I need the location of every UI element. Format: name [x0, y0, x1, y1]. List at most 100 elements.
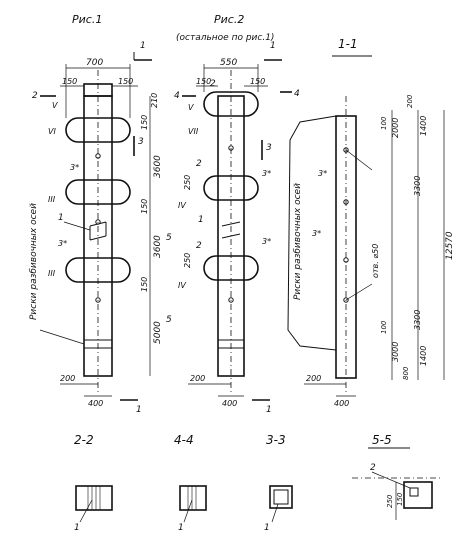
- section-5-5-pos: 2: [370, 463, 376, 473]
- section-2-2-title: 2-2: [74, 433, 94, 447]
- fig2-cut3-label: 3: [266, 143, 272, 153]
- fig2-console-mid: [203, 175, 259, 201]
- section-4-4-pos: 1: [178, 523, 184, 533]
- fig3-leader: [345, 283, 373, 301]
- fig1-hole: [95, 153, 101, 159]
- fig3-dim-100b: 100: [380, 320, 388, 334]
- fig2-pos-3d: 3*: [262, 237, 271, 246]
- s55-dim-150: 150: [396, 492, 404, 506]
- section-4-4-body: [179, 485, 207, 511]
- fig2-mark-vii: VII: [188, 127, 199, 136]
- fig3-dim-200b: 200: [306, 374, 321, 383]
- section-3-3-body: [269, 485, 293, 509]
- fig3-dim-1400a: 1400: [419, 116, 428, 136]
- fig2-detail: [221, 221, 241, 227]
- section-3-3-pos: 1: [264, 523, 270, 533]
- section-5-5: 5-5 2 250 150: [352, 433, 440, 520]
- fig2-hole: [228, 297, 234, 303]
- fig1-cut-label: 1: [140, 41, 146, 51]
- section-leader: [183, 499, 193, 523]
- fig2-dim-250a: 250: [183, 175, 192, 190]
- section-5-5-title: 5-5: [372, 433, 392, 447]
- fig1-cut3-label: 3: [138, 137, 144, 147]
- fig1-dim-150a: 150: [140, 115, 149, 130]
- fig2-console-low: [203, 255, 259, 281]
- section-leader: [271, 503, 279, 523]
- fig1-console-low: [65, 257, 131, 283]
- fig2-dim-150-left: 150: [196, 77, 211, 86]
- fig3-hole: [343, 147, 349, 153]
- fig2-title: Рис.2: [214, 13, 244, 26]
- section-3-3: 3-3 1: [264, 433, 293, 533]
- fig1-dim-150c: 150: [140, 277, 149, 292]
- fig2-pos-5b: 5: [166, 315, 172, 325]
- fig1-detail: [89, 221, 107, 227]
- fig1-dim-200: 200: [60, 374, 75, 383]
- fig3-dim-800: 800: [402, 366, 410, 380]
- fig2-dim-250b: 250: [183, 253, 192, 268]
- fig3-title: 1-1: [338, 37, 358, 51]
- fig1-dim-400: 400: [88, 399, 103, 408]
- fig3-hole: [343, 297, 349, 303]
- fig1-console-mid: [65, 179, 131, 205]
- fig3-hole: [343, 199, 349, 205]
- fig1-mark-iii: III: [48, 195, 56, 204]
- fig3-dim-12570: 12570: [445, 231, 455, 260]
- fig3-outline: [287, 115, 337, 351]
- section-2-2: 2-2 1: [74, 433, 113, 533]
- section-2-2-pos: 1: [74, 523, 80, 533]
- fig1-dim-150-right: 150: [118, 77, 133, 86]
- section-3-3-title: 3-3: [266, 433, 286, 447]
- section-leader: [79, 499, 93, 523]
- section-5-5-body: [403, 481, 433, 509]
- fig3-hole: [343, 257, 349, 263]
- fig1-mark-iii-b: III: [48, 269, 56, 278]
- figure-1-1: 1-1 Риски разбивочных осей 3* 3* отв. ⌀5…: [287, 37, 455, 408]
- fig1-mark-v: V: [52, 101, 58, 110]
- fig3-dim-2000: 2000: [391, 118, 400, 138]
- fig1-hole: [95, 297, 101, 303]
- fig1-axes-marks: Риски разбивочных осей: [29, 203, 39, 320]
- fig2-cut-label-bottom: 1: [266, 405, 272, 415]
- fig1-dim-5000: 5000: [153, 321, 163, 344]
- section-2-2-body: [75, 485, 113, 511]
- fig2-subtitle: (остальное по рис.1): [176, 33, 274, 43]
- fig3-dim-3000: 3000: [391, 342, 400, 362]
- section-5-5-plate: [409, 487, 419, 497]
- fig2-cut4-left: 4: [174, 91, 180, 101]
- fig2-pos-1: 1: [198, 215, 204, 225]
- fig1-dim-700: 700: [86, 58, 103, 68]
- section-4-4: 4-4 1: [174, 433, 207, 533]
- fig1-pos-1: 1: [58, 213, 64, 223]
- fig2-dim-550: 550: [220, 58, 237, 68]
- fig1-title: Рис.1: [72, 13, 102, 26]
- fig3-dim-1400b: 1400: [419, 346, 428, 366]
- fig1-cut-label-bottom: 1: [136, 405, 142, 415]
- fig1-dim-3600b: 3600: [153, 235, 163, 258]
- fig1-dim-150-left: 150: [62, 77, 77, 86]
- fig3-pos-3: 3*: [318, 169, 327, 178]
- fig3-dim-3300b: 3300: [413, 310, 422, 330]
- section-3-3-inner: [273, 489, 289, 505]
- fig1-mark-vi: VI: [48, 127, 56, 136]
- fig3-pos-3b: 3*: [312, 229, 321, 238]
- fig2-dim-200: 200: [190, 374, 205, 383]
- fig1-cut2-label: 2: [32, 91, 38, 101]
- fig1-pos-3: 3*: [70, 163, 79, 172]
- fig1-detail: [89, 235, 107, 241]
- fig1-dim-210: 210: [150, 93, 159, 108]
- fig2-pos-3: 3*: [262, 169, 271, 178]
- section-4-4-title: 4-4: [174, 433, 194, 447]
- figure-2: Рис.2 (остальное по рис.1) 550 150 150 1…: [166, 13, 300, 415]
- s55-dim-250: 250: [386, 494, 394, 508]
- fig3-axes-marks: Риски разбивочных осей: [293, 183, 303, 300]
- fig2-cut4-right: 4: [294, 89, 300, 99]
- fig1-cap: [83, 83, 113, 97]
- fig2-pos-5: 5: [166, 233, 172, 243]
- fig2-pos-2c: 2: [196, 159, 202, 169]
- fig1-leader: [39, 329, 85, 345]
- fig2-mark-iv: IV: [178, 201, 186, 210]
- fig3-dim-400: 400: [334, 399, 349, 408]
- fig2-pos-2s: 2: [196, 241, 202, 251]
